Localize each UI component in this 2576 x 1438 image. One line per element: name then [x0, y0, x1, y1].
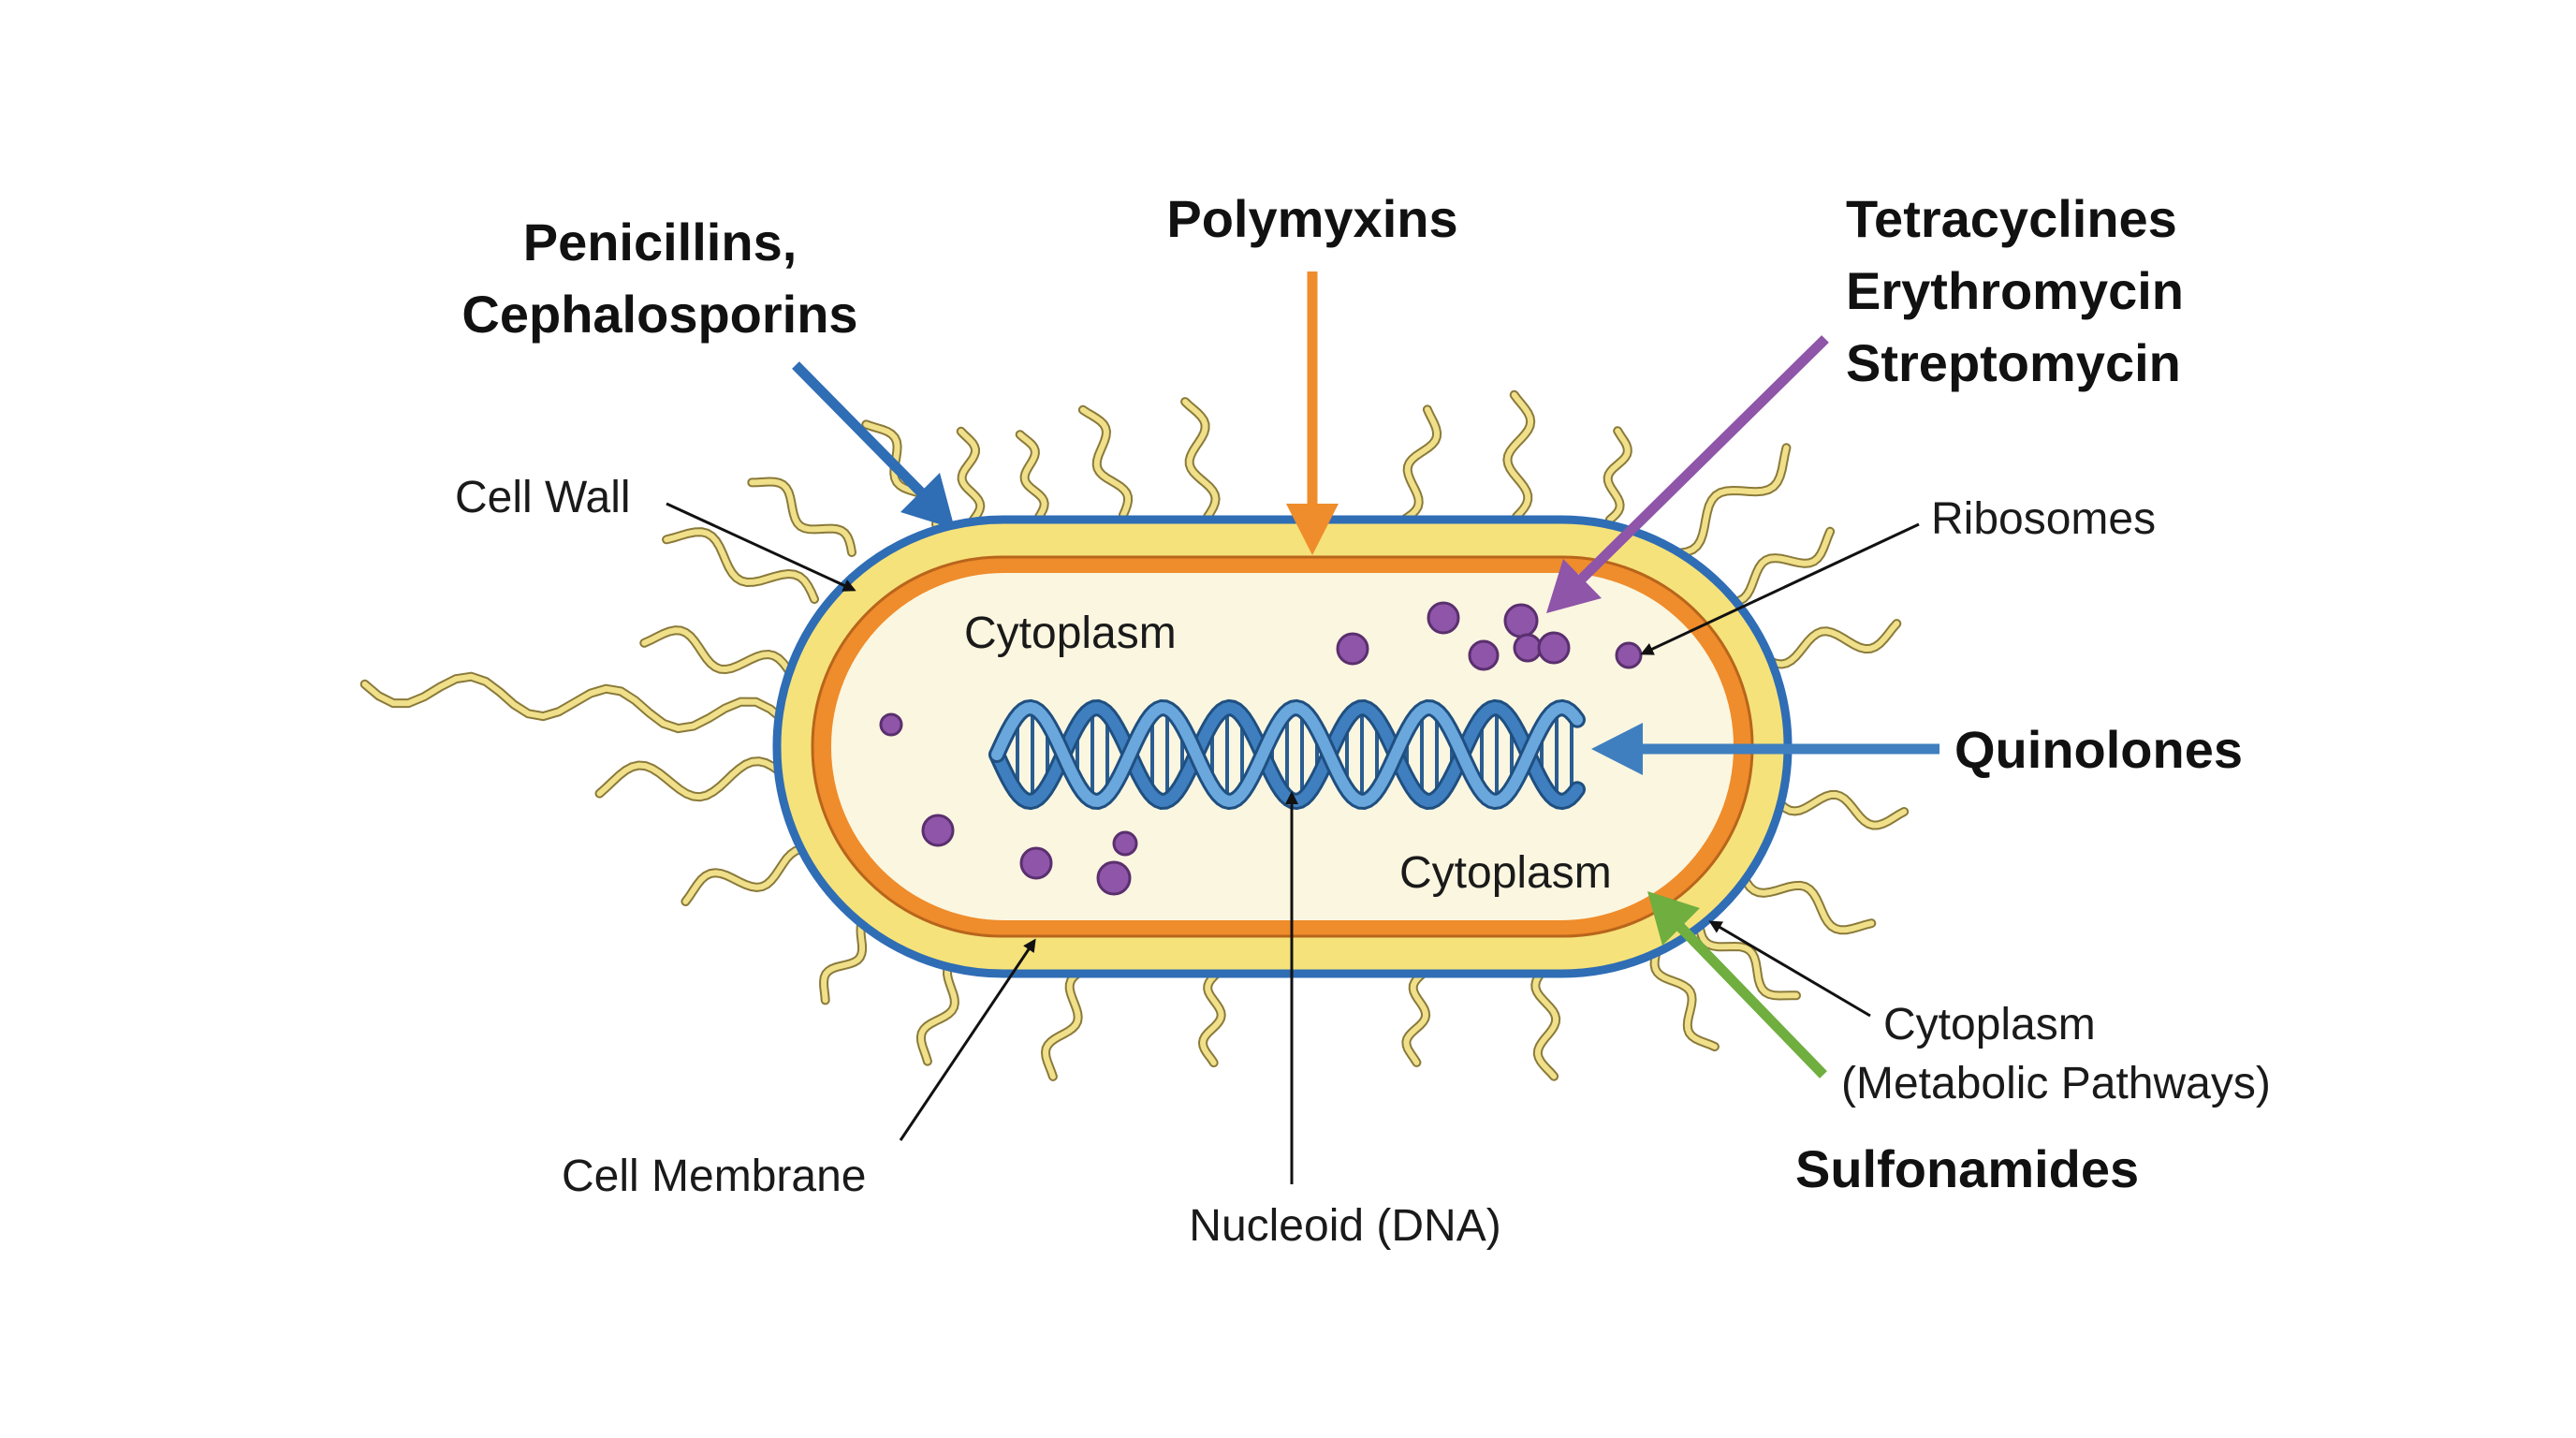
cytoplasm-area [831, 573, 1734, 920]
arrow-quinolones [1591, 723, 1939, 775]
label-cytoplasm-upper: Cytoplasm [964, 609, 1177, 658]
flagellum [1651, 947, 1718, 1049]
ribosome [1336, 632, 1369, 666]
label-cephalosporins: Cephalosporins [461, 285, 857, 344]
label-nucleoid: Nucleoid (DNA) [1189, 1201, 1500, 1251]
flagellum [361, 673, 787, 732]
flagellum [641, 627, 794, 677]
flagellum [1604, 428, 1631, 522]
pointer-ribosomes [1640, 522, 1920, 655]
pointer-cell-wall [666, 502, 856, 592]
flagellum-outline [1649, 946, 1720, 1051]
label-metabolic-pathways: (Metabolic Pathways) [1841, 1059, 2271, 1108]
flagellum-outline [1736, 866, 1877, 935]
flagellum [1199, 971, 1224, 1066]
arrow-polymyxins [1286, 271, 1339, 555]
ribosome [1537, 631, 1571, 665]
flagellum [1738, 868, 1875, 933]
arrow-sulfonamides [1647, 891, 1827, 1078]
ribosome [1096, 860, 1132, 896]
label-polymyxins: Polymyxins [1166, 189, 1457, 248]
label-tetracyclines: Tetracyclines [1846, 189, 2177, 248]
label-streptomycin: Streptomycin [1846, 333, 2181, 392]
ribosome [1615, 641, 1643, 669]
flagellum [1017, 432, 1047, 520]
ribosome [1112, 830, 1138, 857]
flagellum [1771, 791, 1908, 829]
pointer-cell-membrane [899, 938, 1036, 1141]
flagellum [664, 529, 817, 602]
flagellum [1663, 445, 1790, 556]
ribosome-particles [879, 601, 1643, 896]
ribosome [1427, 601, 1460, 635]
ribosome [1503, 603, 1539, 638]
label-quinolones: Quinolones [1954, 720, 2243, 779]
label-cell-wall: Cell Wall [455, 473, 631, 522]
flagellum [1182, 399, 1219, 520]
label-cytoplasm-pathways: Cytoplasm [1883, 1000, 2096, 1049]
label-erythromycin: Erythromycin [1846, 261, 2184, 320]
label-cell-membrane: Cell Membrane [562, 1152, 866, 1201]
flagellum [1715, 528, 1834, 605]
arrow-penicillins [792, 361, 955, 529]
arrow-tetracyclines [1546, 335, 1829, 613]
flagellum [1696, 919, 1799, 999]
flagellum-outline [662, 527, 819, 604]
flagellum [749, 478, 855, 555]
flagellum [958, 428, 984, 522]
flagellum [1042, 966, 1089, 1079]
label-pointers [666, 502, 1920, 1184]
dna-strand [991, 701, 1583, 808]
flagellum [682, 846, 827, 904]
flagellum-outline [1661, 443, 1792, 558]
ribosome [921, 814, 955, 847]
label-sulfonamides: Sulfonamides [1795, 1139, 2139, 1198]
flagellum [1532, 966, 1559, 1079]
flagellum [1504, 391, 1534, 520]
label-cytoplasm-lower: Cytoplasm [1399, 848, 1612, 898]
flagellum [1079, 406, 1132, 518]
ribosome [1019, 846, 1053, 880]
ribosome [1468, 639, 1500, 671]
cell-body [772, 515, 1793, 978]
label-ribosomes: Ribosomes [1931, 494, 2156, 544]
flagella [359, 389, 1910, 1081]
flagellum [1403, 971, 1429, 1065]
flagellum-outline [747, 477, 856, 557]
pointer-cytoplasm-pathways [1708, 920, 1871, 1018]
flagellum [596, 758, 789, 800]
label-penicillins: Penicillins, [523, 213, 798, 271]
flagellum [1757, 621, 1900, 668]
ribosome [879, 712, 903, 737]
ribosome [1513, 633, 1543, 663]
flagellum [1401, 406, 1441, 522]
